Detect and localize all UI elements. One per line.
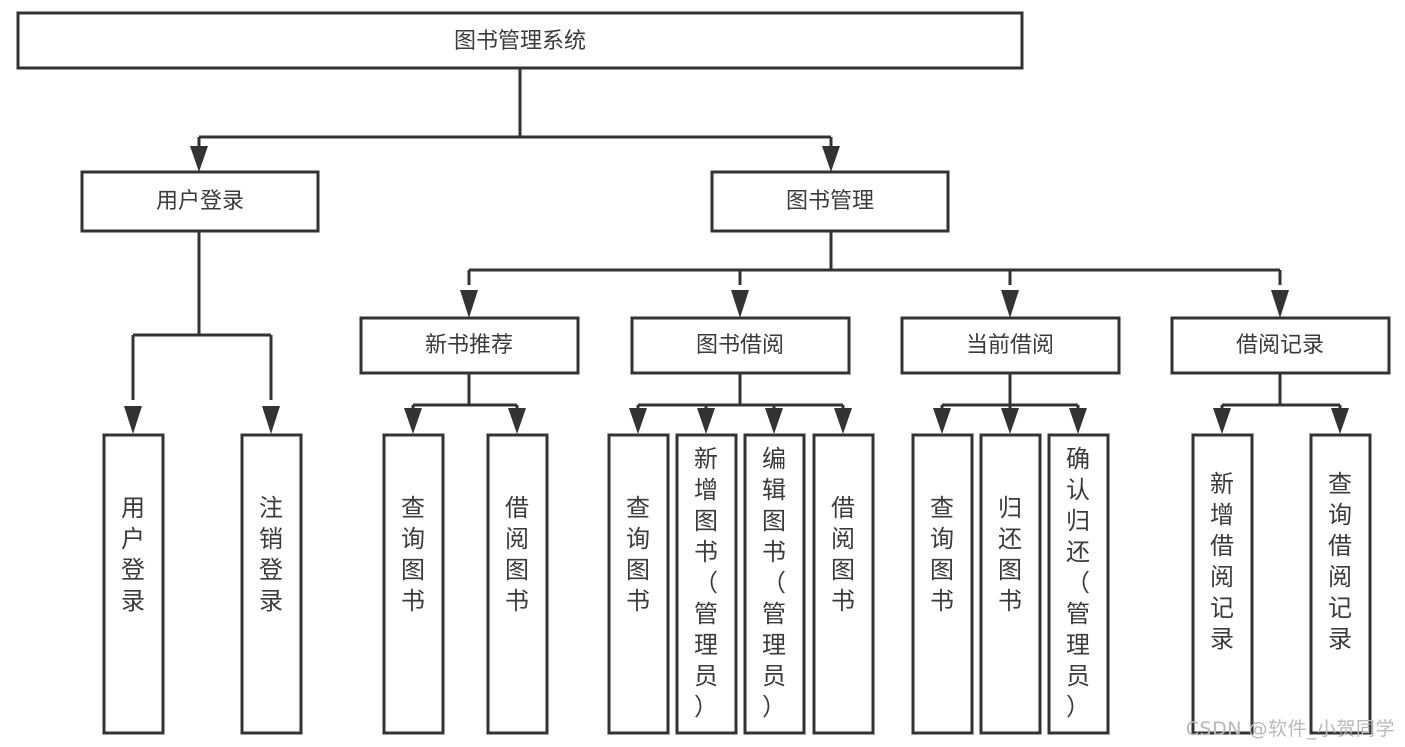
arrow-to-leaf-return-book: [1001, 408, 1019, 434]
leaf-confirm-return-label: 确认归还（管理员）: [1066, 445, 1090, 721]
leaf-query-book-1[interactable]: 查询图书: [382, 433, 445, 735]
arrow-to-leaf-user-logout: [262, 406, 280, 434]
node-borrow-record[interactable]: 借阅记录: [1170, 316, 1391, 375]
leaf-user-login-box[interactable]: [102, 433, 165, 735]
arrow-to-leaf-edit-book: [765, 408, 783, 434]
leaf-edit-book[interactable]: 编辑图书（管理员）: [743, 433, 806, 735]
leaf-confirm-return[interactable]: 确认归还（管理员）: [1047, 433, 1110, 735]
leaf-add-book-box[interactable]: [675, 433, 738, 735]
arrow-to-record: [1271, 290, 1289, 318]
leaf-borrow-book-2-label: 借阅图书: [831, 494, 855, 615]
connector-record-to-bus: [1220, 373, 1342, 412]
connector-borrow-to-bus: [636, 373, 845, 412]
arrow-to-leaf-add-book: [697, 408, 715, 434]
connector-login-to-bus: [131, 231, 273, 400]
leaf-query-record-label: 查询借阅记录: [1328, 470, 1352, 653]
arrow-to-leaf-query-book-1: [404, 408, 422, 434]
connector-bookmgmt-to-bus: [467, 231, 1282, 285]
leaf-borrow-book-1[interactable]: 借阅图书: [486, 433, 549, 735]
node-book-borrow[interactable]: 图书借阅: [630, 316, 851, 375]
leaf-borrow-book-1-label: 借阅图书: [505, 494, 529, 615]
leaf-add-book-label: 新增图书（管理员）: [694, 445, 718, 721]
leaf-edit-book-label: 编辑图书（管理员）: [762, 445, 786, 721]
arrow-to-book-mgmt: [822, 146, 840, 172]
arrow-to-leaf-query-book-3: [933, 408, 951, 434]
leaf-query-book-2[interactable]: 查询图书: [607, 433, 670, 735]
node-new-book-recommend-box[interactable]: [359, 316, 580, 375]
leaf-return-book-box[interactable]: [979, 433, 1042, 735]
arrow-to-user-login: [190, 146, 208, 172]
connector-root-to-bus: [197, 68, 833, 150]
node-root[interactable]: 图书管理系统: [16, 11, 1024, 70]
node-user-login[interactable]: 用户登录: [80, 170, 320, 233]
leaf-add-record-box[interactable]: [1191, 433, 1254, 735]
leaf-edit-book-box[interactable]: [743, 433, 806, 735]
arrow-to-borrow: [731, 290, 749, 318]
arrow-to-leaf-confirm-return: [1069, 408, 1087, 434]
leaf-user-login-label: 用户登录: [121, 494, 145, 615]
node-book-borrow-box[interactable]: [630, 316, 851, 375]
leaf-query-record-box[interactable]: [1309, 433, 1372, 735]
connectors-layer: [124, 68, 1349, 434]
node-book-management[interactable]: 图书管理: [710, 170, 950, 233]
node-book-borrow-label: 图书借阅: [696, 333, 784, 358]
node-user-login-label: 用户登录: [156, 189, 244, 214]
leaf-query-book-3[interactable]: 查询图书: [911, 433, 974, 735]
leaf-confirm-return-box[interactable]: [1047, 433, 1110, 735]
leaf-return-book[interactable]: 归还图书: [979, 433, 1042, 735]
arrow-to-leaf-query-record: [1331, 408, 1349, 434]
arrow-to-new-book: [460, 290, 478, 318]
leaf-user-logout[interactable]: 注销登录: [240, 433, 303, 735]
connector-current-to-bus: [940, 373, 1080, 412]
leaf-add-book[interactable]: 新增图书（管理员）: [675, 433, 738, 735]
node-book-management-box[interactable]: [710, 170, 950, 233]
node-current-borrow-label: 当前借阅: [966, 333, 1054, 358]
leaf-query-book-3-box[interactable]: [911, 433, 974, 735]
leaf-add-record-label: 新增借阅记录: [1210, 470, 1234, 653]
node-current-borrow[interactable]: 当前借阅: [900, 316, 1121, 375]
leaf-add-record[interactable]: 新增借阅记录: [1191, 433, 1254, 735]
leaf-user-login[interactable]: 用户登录: [102, 433, 165, 735]
leaf-query-book-2-box[interactable]: [607, 433, 670, 735]
node-root-box[interactable]: [16, 11, 1024, 70]
connector-newbook-to-bus: [411, 373, 519, 412]
node-borrow-record-label: 借阅记录: [1236, 333, 1324, 358]
leaf-user-logout-box[interactable]: [240, 433, 303, 735]
node-book-management-label: 图书管理: [786, 189, 874, 214]
leaf-query-book-2-label: 查询图书: [626, 494, 650, 615]
node-borrow-record-box[interactable]: [1170, 316, 1391, 375]
node-new-book-recommend[interactable]: 新书推荐: [359, 316, 580, 375]
leaf-query-record[interactable]: 查询借阅记录: [1309, 433, 1372, 735]
leaf-borrow-book-2[interactable]: 借阅图书: [812, 433, 875, 735]
node-current-borrow-box[interactable]: [900, 316, 1121, 375]
node-root-label: 图书管理系统: [454, 29, 586, 54]
arrow-to-current: [1001, 290, 1019, 318]
arrow-to-leaf-user-login: [124, 406, 142, 434]
arrow-to-leaf-borrow-book-1: [508, 408, 526, 434]
leaf-borrow-book-1-box[interactable]: [486, 433, 549, 735]
arrow-to-leaf-borrow-book-2: [834, 408, 852, 434]
arrow-to-leaf-add-record: [1213, 408, 1231, 434]
leaf-return-book-label: 归还图书: [998, 494, 1022, 615]
arrow-to-leaf-query-book-2: [629, 408, 647, 434]
leaf-query-book-1-label: 查询图书: [401, 494, 425, 615]
leaf-borrow-book-2-box[interactable]: [812, 433, 875, 735]
leaf-query-book-3-label: 查询图书: [930, 494, 954, 615]
leaf-query-book-1-box[interactable]: [382, 433, 445, 735]
node-user-login-box[interactable]: [80, 170, 320, 233]
node-new-book-recommend-label: 新书推荐: [425, 333, 513, 358]
leaf-user-logout-label: 注销登录: [259, 494, 283, 615]
